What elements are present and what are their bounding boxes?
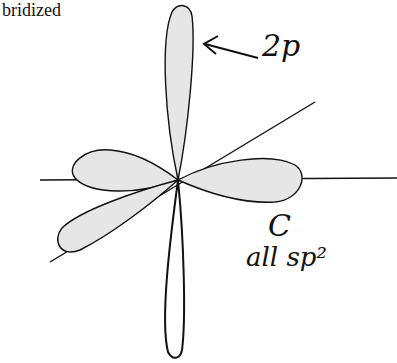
orbital-label: 2p	[262, 28, 300, 63]
p-orbital-lobe	[165, 6, 193, 180]
arrow-head	[204, 36, 218, 54]
atom-label: C	[268, 208, 291, 243]
sp2-lobe	[178, 159, 302, 203]
hybrid-label: all sp²	[246, 242, 327, 272]
caption-fragment: bridized	[2, 0, 61, 21]
sp2-lobe	[58, 180, 178, 252]
p-orbital-lobe	[165, 180, 184, 358]
